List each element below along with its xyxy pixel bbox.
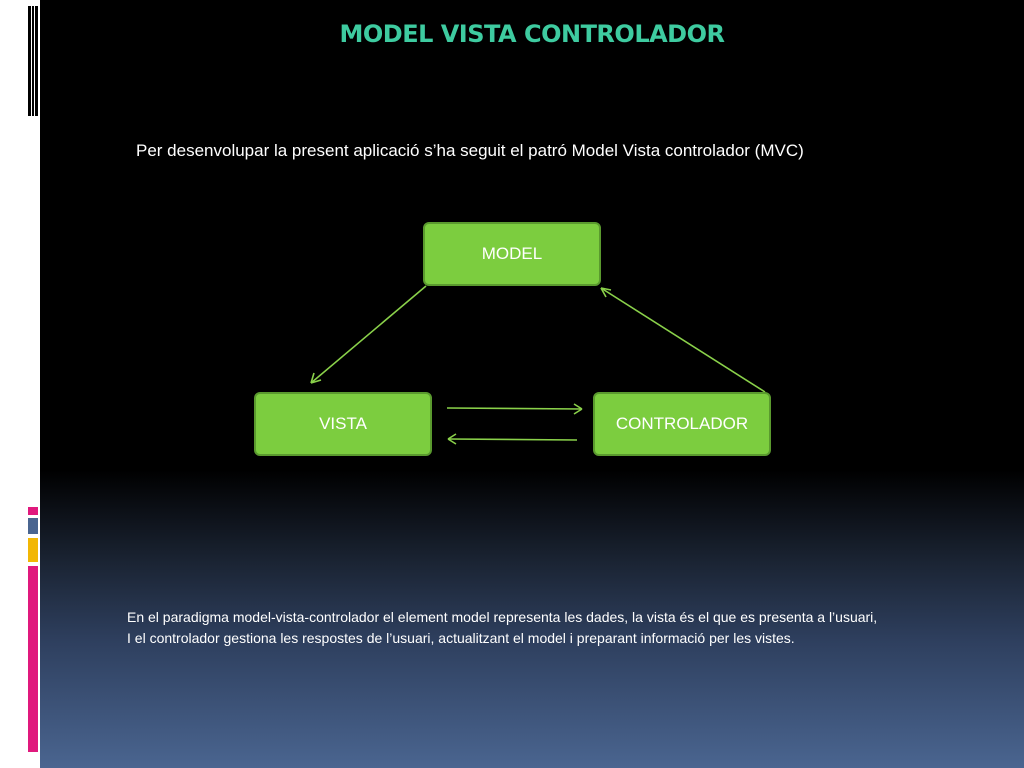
arrow-controlador-to-model xyxy=(600,287,766,393)
arrow-vista-to-controlador-head xyxy=(573,403,583,415)
arrow-controlador-to-vista-head xyxy=(447,433,457,445)
arrow-controlador-to-vista xyxy=(447,438,578,441)
arrow-controlador-to-model-head xyxy=(600,287,612,298)
accent-bar-yellow xyxy=(28,538,38,562)
accent-bar-slate xyxy=(28,518,38,534)
arrow-model-to-vista xyxy=(310,285,427,384)
arrow-model-to-vista-head xyxy=(310,372,322,384)
book-spine-icon xyxy=(28,6,38,116)
accent-bar-pink-tall xyxy=(28,566,38,752)
arrow-vista-to-controlador xyxy=(446,407,583,410)
node-model: MODEL xyxy=(423,222,601,286)
accent-bar-pink-small xyxy=(28,507,38,515)
intro-text: Per desenvolupar la present aplicació s’… xyxy=(136,141,804,160)
node-vista: VISTA xyxy=(254,392,432,456)
footer-line-2: I el controlador gestiona les respostes … xyxy=(127,630,795,646)
footer-text: En el paradigma model-vista-controlador … xyxy=(127,607,1007,649)
footer-line-1: En el paradigma model-vista-controlador … xyxy=(127,609,878,625)
slide-title: MODEL VISTA CONTROLADOR xyxy=(339,20,725,48)
node-controlador: CONTROLADOR xyxy=(593,392,771,456)
